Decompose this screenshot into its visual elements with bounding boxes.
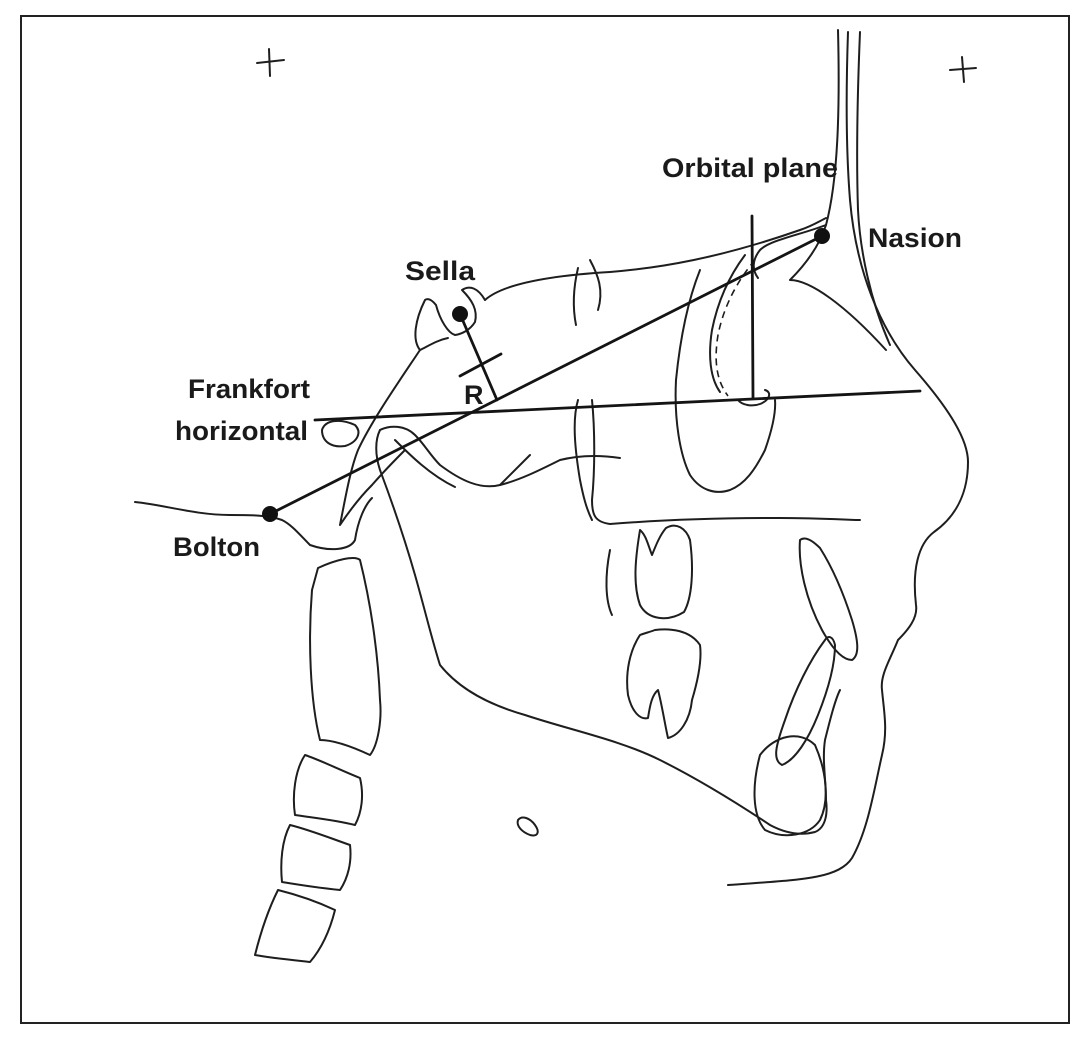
registration-mark-left [256,48,285,77]
vertebra-c3 [292,754,364,826]
symphysis [753,735,827,837]
r-point-tick [458,352,503,378]
palatal-outline [591,399,861,525]
label-frankfort: Frankfort [188,374,310,404]
vertebra-c2 [309,557,382,756]
label-bolton: Bolton [173,532,260,562]
condyle [379,425,621,488]
orbital-plane-line [750,214,755,400]
upper-molar [634,524,693,620]
pterygoid-plate [573,399,593,521]
sella-point [452,306,468,322]
occipital-base [134,497,373,551]
mandible-outline [375,429,841,835]
figure-frame [20,15,1070,1024]
lower-molar [626,628,702,739]
label-sella: Sella [405,256,476,286]
soft-tissue-profile [727,31,969,886]
vertebra-c4 [280,824,352,891]
hyoid [516,816,539,837]
sella-perpendicular-line [458,312,499,402]
lower-incisor [775,636,836,766]
cranial-base-upper [484,217,827,301]
frankfort-horizontal-line [313,389,922,422]
vertebra-c5 [254,889,336,963]
registration-mark-right [949,56,977,83]
upper-premolar [605,549,613,616]
soft-tissue-nose-inner [856,31,891,346]
upper-incisor [798,537,859,661]
orbit-outline [674,269,777,493]
bolton-nasion-line [268,234,824,516]
porion-outline [321,419,360,448]
anterior-cranial-base [572,259,602,326]
label-horizontal: horizontal [175,416,308,446]
nasal-bone [789,29,887,351]
orbit-rim-inner [709,254,746,393]
label-orbital-plane: Orbital plane [662,153,838,183]
bolton-point [262,506,278,522]
pharyngeal-outline [394,439,531,488]
sella-turcica [414,286,486,351]
label-r: R [464,380,484,410]
orbit-rim-dashed [715,259,756,397]
nasion-point [814,228,830,244]
label-nasion: Nasion [868,223,962,253]
zygoma [737,389,771,407]
sphenoid-outline [339,349,421,526]
